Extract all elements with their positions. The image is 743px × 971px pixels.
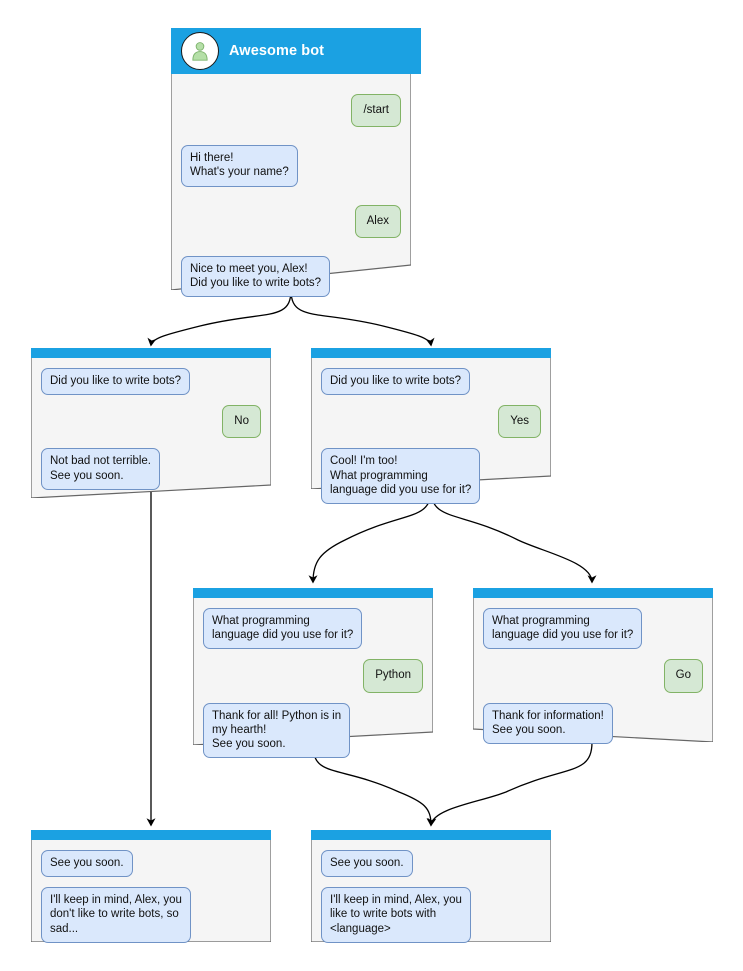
message-bubble-user: Go [663, 659, 703, 693]
chat-node-yes-branch[interactable]: Did you like to write bots? Yes Cool! I'… [311, 348, 551, 505]
message-bubble-bot: Hi there! What's your name? [181, 145, 298, 187]
chat-node-root[interactable]: Awesome bot /start Hi there! What's your… [171, 28, 421, 298]
message-bubble-user: Alex [354, 204, 401, 238]
message-bubble-user: Yes [498, 405, 541, 439]
message-bubble-user: /start [351, 94, 401, 128]
chat-node-end-happy[interactable]: See you soon. I'll keep in mind, Alex, y… [311, 830, 551, 943]
node-python-branch-header [193, 588, 433, 598]
node-no-branch-chat: Did you like to write bots? No Not bad n… [31, 358, 271, 490]
message-bubble-bot: Thank for all! Python is in my hearth! S… [203, 702, 351, 759]
node-go-branch-chat: What programming language did you use fo… [473, 598, 713, 745]
chat-node-go-branch[interactable]: What programming language did you use fo… [473, 588, 713, 745]
chat-node-python-branch[interactable]: What programming language did you use fo… [193, 588, 433, 759]
node-yes-branch-header [311, 348, 551, 358]
node-python-branch-chat: What programming language did you use fo… [193, 598, 433, 759]
node-yes-branch-chat: Did you like to write bots? Yes Cool! I'… [311, 358, 551, 505]
bot-title: Awesome bot [229, 43, 325, 59]
message-bubble-bot: Nice to meet you, Alex! Did you like to … [181, 255, 331, 298]
message-bubble-bot: What programming language did you use fo… [203, 608, 363, 650]
message-bubble-bot: See you soon. [321, 850, 413, 878]
node-root-chat: /start Hi there! What's your name? Alex … [171, 74, 411, 298]
chat-node-end-sad[interactable]: See you soon. I'll keep in mind, Alex, y… [31, 830, 271, 943]
node-end-happy-chat: See you soon. I'll keep in mind, Alex, y… [311, 840, 551, 943]
edge-root-to-yes [290, 289, 435, 347]
message-bubble-bot: What programming language did you use fo… [483, 608, 643, 650]
node-end-happy-header [311, 830, 551, 840]
message-bubble-bot: Did you like to write bots? [321, 368, 471, 396]
node-end-sad-header [31, 830, 271, 840]
message-bubble-user: Python [363, 659, 423, 693]
message-bubble-bot: Cool! I'm too! What programming language… [321, 448, 481, 505]
message-bubble-bot: Thank for information! See you soon. [483, 702, 613, 745]
message-bubble-bot: I'll keep in mind, Alex, you like to wri… [321, 887, 471, 943]
node-go-branch-header [473, 588, 713, 598]
edge-go-to-end-happy [427, 741, 593, 827]
node-end-sad-chat: See you soon. I'll keep in mind, Alex, y… [31, 840, 271, 943]
edge-root-to-no [147, 289, 292, 347]
message-bubble-bot: Not bad not terrible. See you soon. [41, 448, 161, 490]
chat-node-no-branch[interactable]: Did you like to write bots? No Not bad n… [31, 348, 271, 498]
node-root-header: Awesome bot [171, 28, 421, 74]
person-icon [181, 32, 219, 70]
message-bubble-bot: I'll keep in mind, Alex, you don't like … [41, 887, 191, 943]
message-bubble-bot: Did you like to write bots? [41, 368, 191, 396]
node-no-branch-header [31, 348, 271, 358]
message-bubble-bot: See you soon. [41, 850, 133, 878]
message-bubble-user: No [222, 405, 261, 439]
